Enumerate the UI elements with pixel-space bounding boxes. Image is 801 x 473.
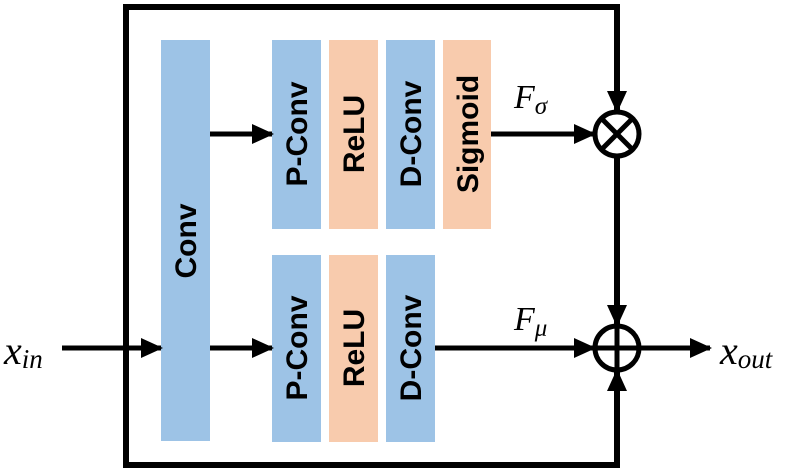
top-dconv-label: D-Conv	[395, 80, 428, 187]
output-label-base: x	[719, 328, 738, 373]
top-relu-label: ReLU	[338, 95, 371, 173]
f-mu-sub: μ	[534, 315, 548, 342]
multiply-cross-b	[599, 116, 635, 152]
bottom-branch: P-Conv ReLU D-Conv	[272, 255, 435, 442]
connections	[62, 10, 712, 465]
top-relu-rect	[329, 40, 378, 229]
f-mu-label: Fμ	[513, 301, 547, 342]
conv-block-label: Conv	[170, 203, 203, 278]
bottom-relu-label: ReLU	[338, 309, 371, 387]
f-mu-base: F	[513, 301, 536, 338]
add-operator	[592, 323, 642, 373]
conv-block-rect	[161, 40, 210, 441]
multiply-operator	[592, 109, 642, 159]
bottom-dconv-rect	[386, 255, 435, 442]
input-label-sub: in	[22, 344, 43, 374]
output-label: xout	[719, 328, 774, 374]
bottom-pconv-rect	[272, 255, 321, 442]
top-pconv-label: P-Conv	[281, 81, 314, 186]
top-pconv-rect	[272, 40, 321, 229]
top-branch: P-Conv ReLU D-Conv Sigmoid	[272, 40, 491, 229]
bottom-pconv-label: P-Conv	[281, 295, 314, 400]
sigmoid-label: Sigmoid	[452, 75, 485, 193]
bottom-dconv-label: D-Conv	[395, 294, 428, 401]
sigmoid-rect	[443, 40, 491, 229]
bottom-relu-rect	[329, 255, 378, 442]
input-label: xin	[3, 328, 43, 374]
conv-block: Conv	[161, 40, 210, 441]
f-sigma-label: Fσ	[513, 79, 549, 120]
input-label-base: x	[3, 328, 22, 373]
output-label-sub: out	[738, 344, 774, 374]
f-sigma-base: F	[513, 79, 536, 116]
top-dconv-rect	[386, 40, 435, 229]
f-sigma-sub: σ	[535, 93, 549, 120]
